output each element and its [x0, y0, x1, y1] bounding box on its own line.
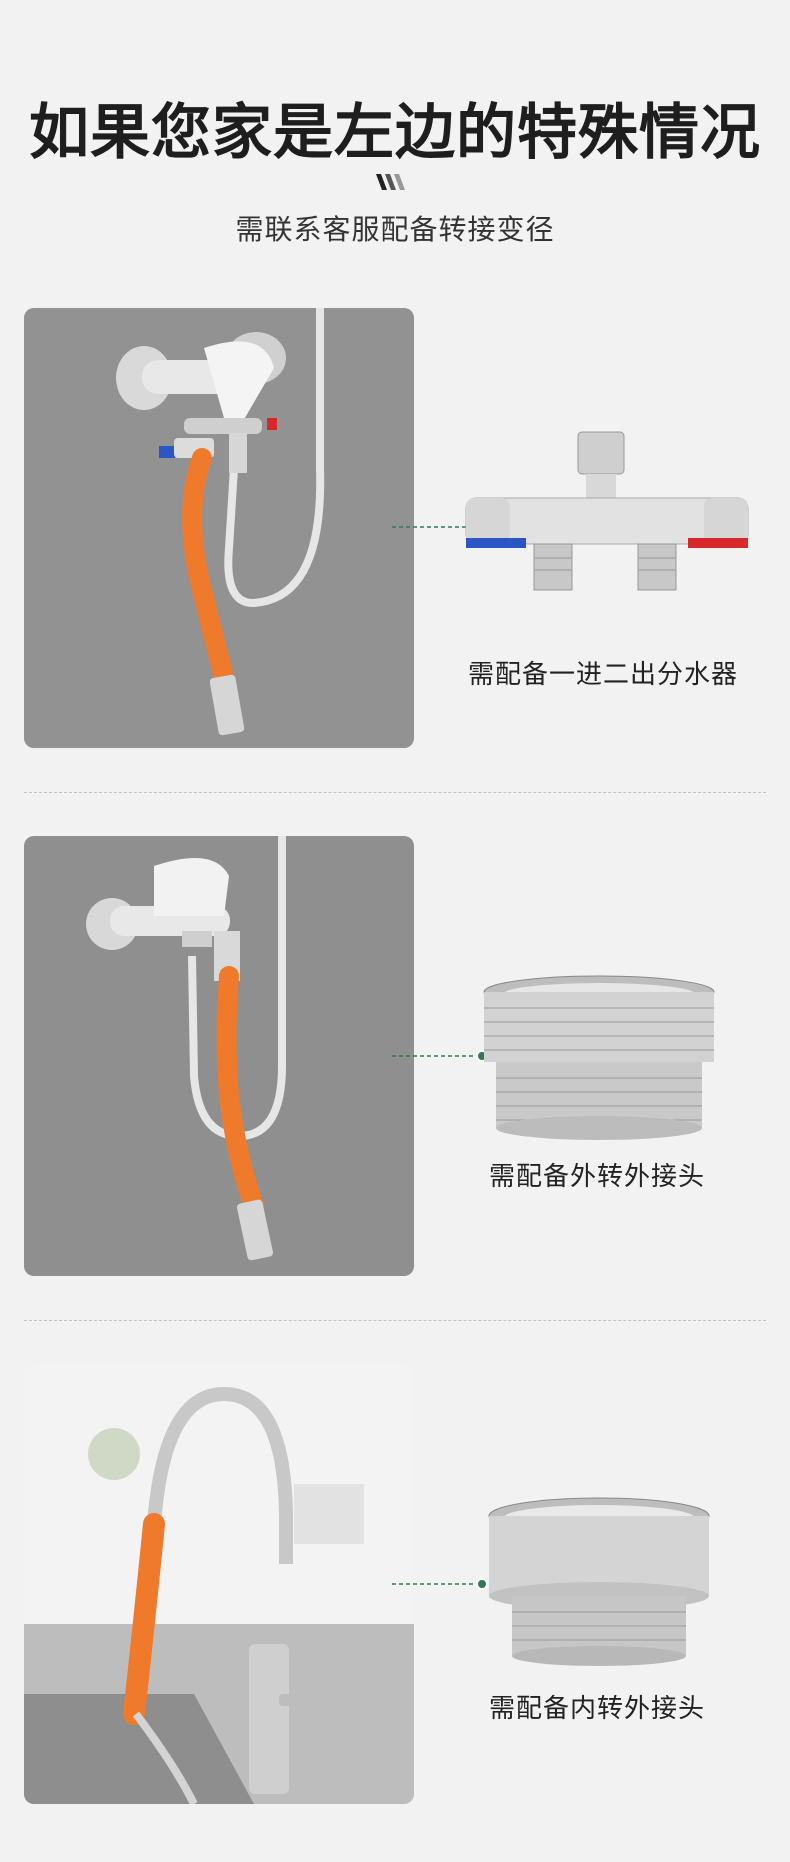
male-to-male-adapter-icon — [483, 975, 715, 1140]
kitchen-faucet-photo — [24, 1364, 414, 1804]
part-label: 需配备外转外接头 — [488, 1162, 705, 1192]
shower-valve-photo-1 — [24, 308, 414, 748]
splitter-valve-icon — [465, 431, 749, 591]
page-title: 如果您家是左边的特殊情况 — [29, 98, 761, 168]
page-subtitle: 需联系客服配备转接变径 — [235, 213, 555, 246]
section-divider — [24, 1320, 766, 1321]
decorative-slashes-icon — [376, 174, 405, 190]
connector-line — [392, 1578, 488, 1590]
part-label: 需配备内转外接头 — [488, 1694, 705, 1724]
shower-valve-photo-2 — [24, 836, 414, 1276]
section-divider — [24, 792, 766, 793]
female-to-male-adapter-icon — [488, 1497, 710, 1666]
part-label: 需配备一进二出分水器 — [467, 660, 738, 690]
